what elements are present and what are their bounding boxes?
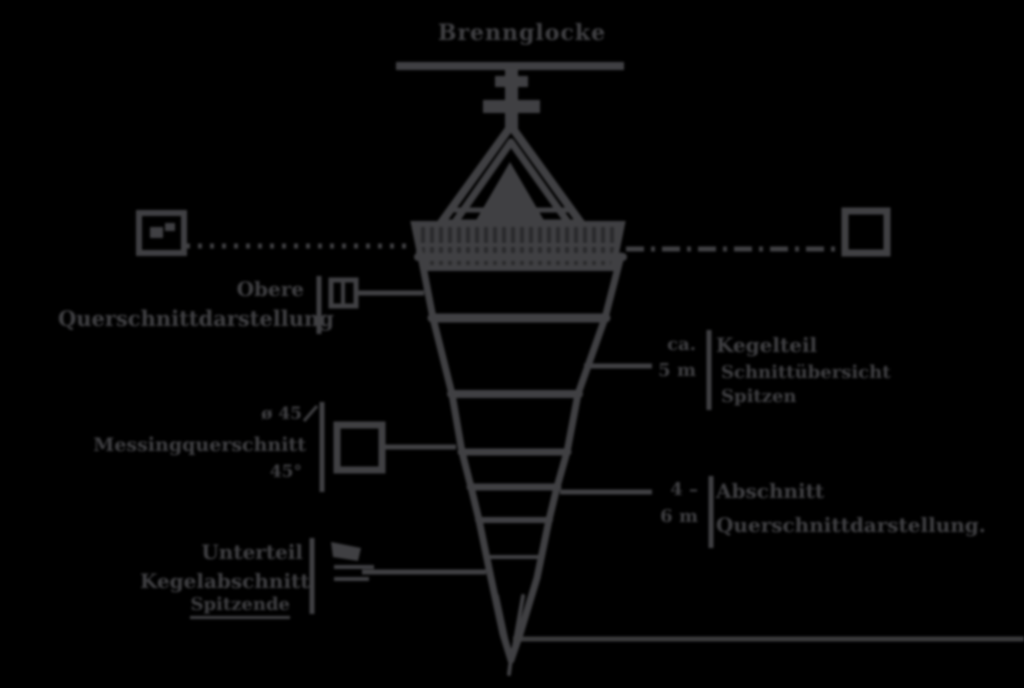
label-right-bottom-line1: Abschnitt <box>716 479 825 503</box>
callout-right-bottom <box>560 476 714 548</box>
label-right-top-dim2: 5 m <box>658 360 696 381</box>
hanger-finial <box>483 68 540 132</box>
collar-band <box>410 221 626 271</box>
label-left-middle-dim-bottom: 45° <box>269 462 302 482</box>
label-right-top-dim1: ca. <box>667 334 696 355</box>
callout-right-top <box>584 330 712 410</box>
callout-left-top <box>316 276 424 334</box>
diagram-title: Brennglocke <box>437 20 607 46</box>
label-left-bottom-line3-text: Spitzende <box>190 595 290 619</box>
label-left-top-line2: Querschnittdarstellung <box>58 306 334 331</box>
label-left-middle-main: Messingquerschnitt <box>93 434 306 456</box>
flag-marker-icon <box>331 542 361 561</box>
detail-square-icon <box>333 421 386 474</box>
label-right-top-line2: Schnittübersicht <box>721 362 891 383</box>
label-right-bottom-dim1: 4 – <box>670 479 698 500</box>
cone-tip-inner-lines <box>495 594 525 654</box>
label-left-top-line1: Obere <box>236 277 304 301</box>
title-underline <box>396 62 624 70</box>
callout-left-bottom <box>309 538 486 614</box>
label-left-bottom-line3: Spitzende <box>140 595 290 619</box>
label-right-top-line3: Spitzen <box>721 386 797 407</box>
label-right-bottom-dim2: 6 m <box>660 506 698 527</box>
label-right-bottom-line2: Querschnittdarstellung. <box>716 513 986 537</box>
callout-left-middle <box>302 402 456 492</box>
segmented-cone <box>414 252 627 676</box>
section-line <box>136 207 891 257</box>
label-left-bottom-line2: Kegelabschnitt <box>140 569 310 593</box>
section-marker-left-icon <box>136 210 187 256</box>
label-left-bottom-line1: Unterteil <box>201 540 303 564</box>
section-marker-right-icon <box>841 207 891 257</box>
inner-triangle <box>468 162 552 234</box>
label-right-top-line1: Kegelteil <box>716 333 818 357</box>
label-left-middle-dim-top: ø 45 <box>261 404 302 424</box>
